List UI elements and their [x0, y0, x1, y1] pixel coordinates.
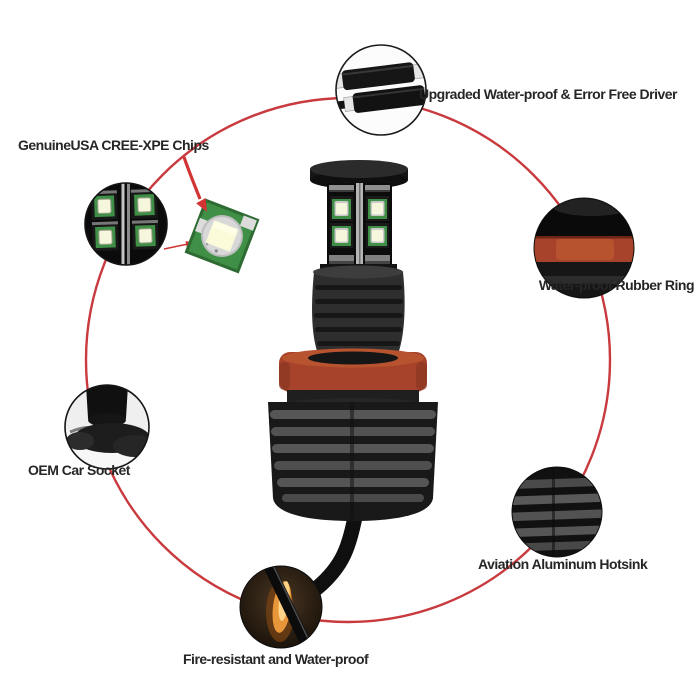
fire-label: Fire-resistant and Water-proof	[183, 651, 369, 667]
driver-photo	[335, 44, 427, 136]
hotsink-photo	[511, 466, 603, 558]
cree-chip-photo	[184, 198, 260, 274]
hotsink-label: Aviation Aluminum Hotsink	[478, 556, 648, 572]
heatsink-part	[268, 402, 438, 521]
flame-photo	[239, 565, 323, 649]
socket-photo	[64, 384, 150, 470]
chips-photo	[84, 182, 168, 266]
chips-arrow-icon	[182, 156, 207, 212]
socket-label: OEM Car Socket	[28, 462, 130, 478]
driver-label: Upgraded Water-proof & Error Free Driver	[419, 86, 677, 102]
rubber-ring-label: Water-proof Rubber Ring	[538, 277, 695, 293]
chips-label: GenuineUSA CREE-XPE Chips	[18, 137, 209, 153]
rubber-ring-part	[279, 348, 427, 392]
bulb-product-photo	[268, 160, 438, 596]
led-chips	[330, 196, 389, 248]
